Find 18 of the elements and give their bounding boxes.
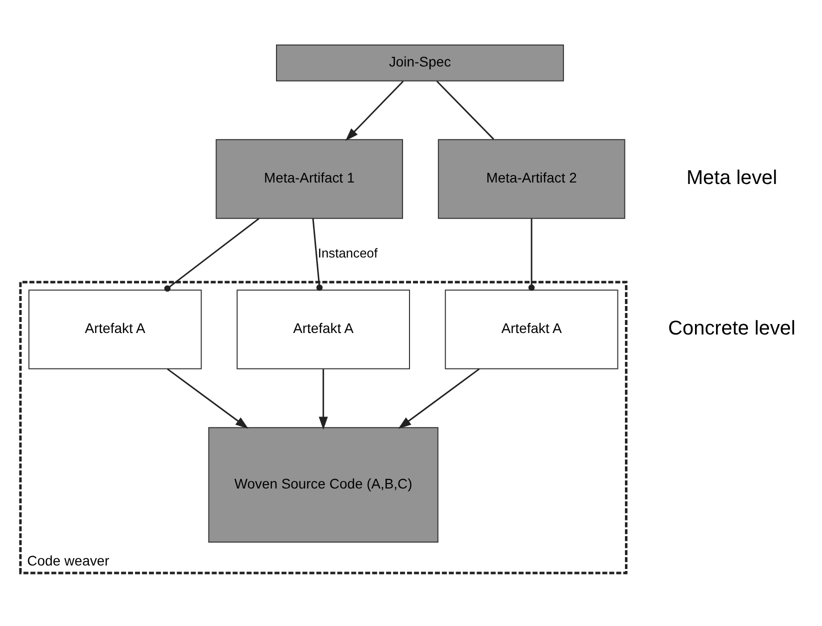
node-box: Meta-Artifact 1 bbox=[216, 139, 404, 219]
connector bbox=[436, 80, 494, 140]
connector bbox=[164, 218, 260, 292]
node-box: Artefakt A bbox=[28, 290, 202, 370]
connector bbox=[312, 218, 323, 291]
node-box: Woven Source Code (A,B,C) bbox=[208, 427, 438, 543]
node-box: Artefakt A bbox=[444, 290, 618, 370]
arrow bbox=[166, 368, 248, 429]
arrow bbox=[398, 368, 480, 429]
edge-label: Instanceof bbox=[318, 246, 378, 261]
label: Meta level bbox=[686, 166, 778, 189]
arrow bbox=[318, 369, 328, 430]
label: Concrete level bbox=[668, 317, 796, 340]
node-box: Join-Spec bbox=[276, 44, 564, 82]
node-box: Meta-Artifact 2 bbox=[438, 139, 626, 219]
node-box: Artefakt A bbox=[236, 290, 410, 370]
connector bbox=[528, 218, 535, 291]
arrow bbox=[345, 80, 404, 141]
